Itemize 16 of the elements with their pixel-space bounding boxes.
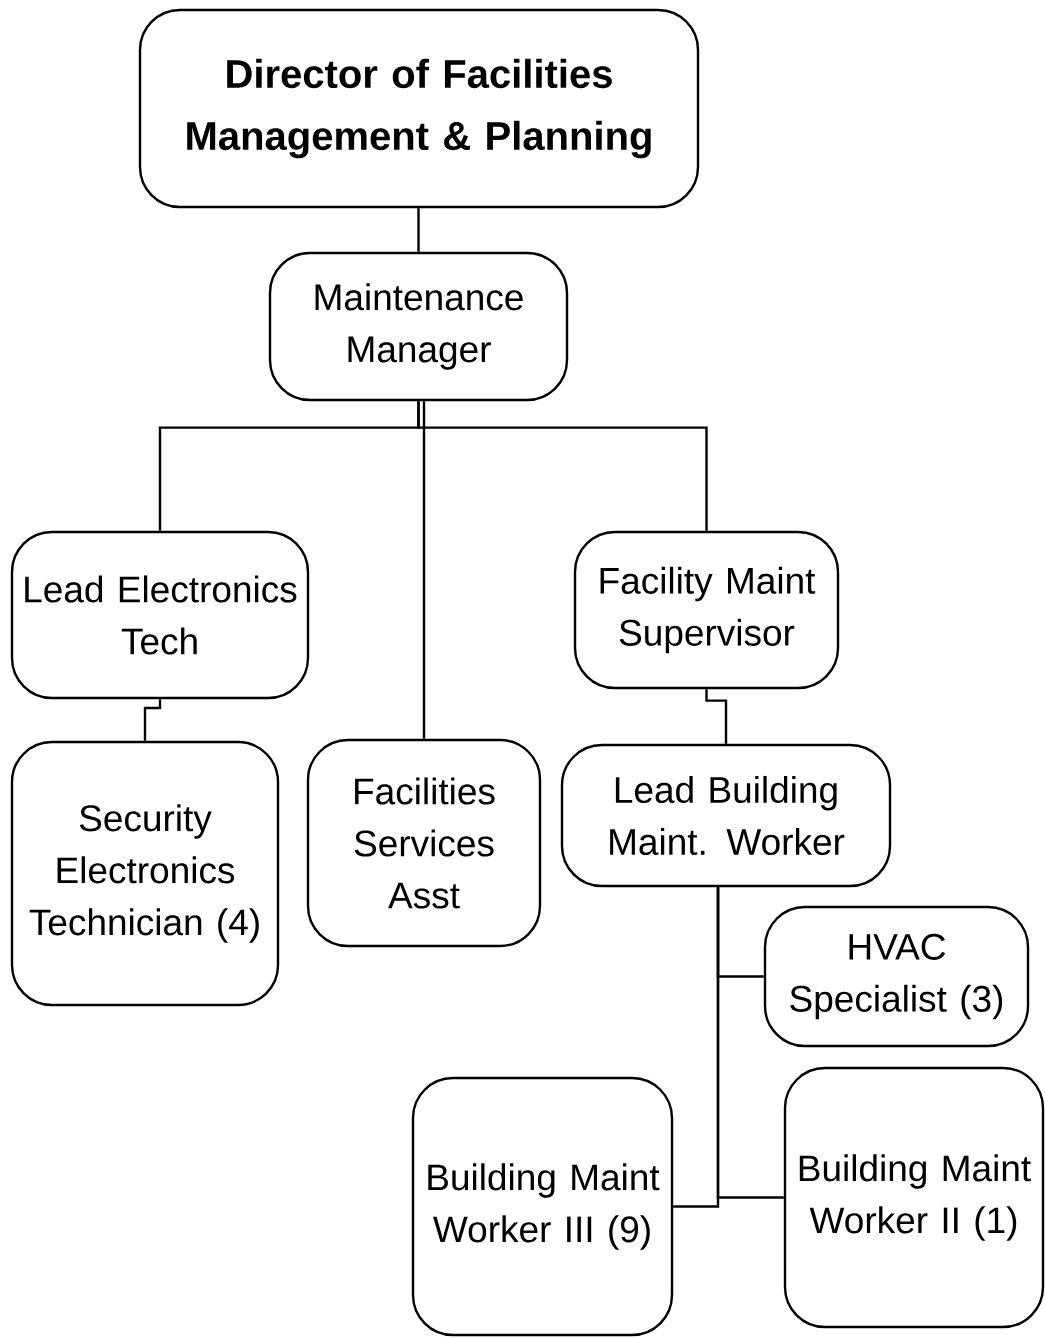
org-box: Director of Facilities Management & Planning xyxy=(138,8,700,209)
org-box: Lead Electronics Tech xyxy=(10,530,310,700)
org-box: Building Maint Worker II (1) xyxy=(783,1066,1045,1329)
connector-line xyxy=(417,401,708,531)
connector-line xyxy=(422,401,426,739)
org-box: Security Electronics Technician (4) xyxy=(10,740,280,1007)
connector-line xyxy=(716,887,784,1199)
org-box: Facilities Services Asst xyxy=(306,738,542,948)
org-box: Lead Building Maint. Worker xyxy=(560,743,892,888)
org-box: Maintenance Manager xyxy=(268,251,569,402)
org-box: HVAC Specialist (3) xyxy=(763,905,1030,1048)
org-box: Facility Maint Supervisor xyxy=(573,530,840,690)
connector-line xyxy=(417,208,420,252)
connector-line xyxy=(705,689,728,744)
org-box: Building Maint Worker III (9) xyxy=(411,1076,674,1337)
connector-line xyxy=(143,699,162,741)
